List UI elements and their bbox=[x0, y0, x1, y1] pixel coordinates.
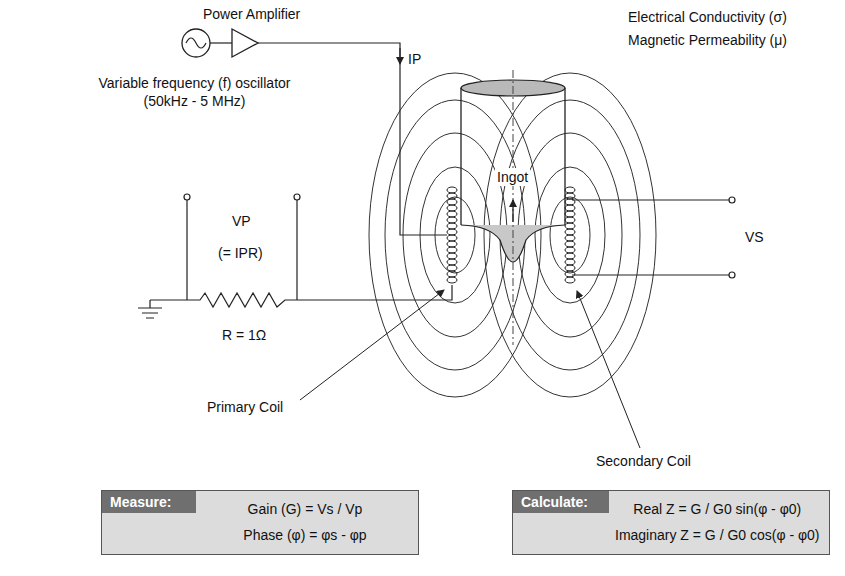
ingot-shape bbox=[461, 70, 565, 345]
field-line bbox=[535, 167, 605, 303]
resistor-symbol bbox=[150, 285, 452, 307]
terminal bbox=[294, 194, 300, 200]
formula-text: Imaginary Z = G / G0 cos(φ - φ0) bbox=[615, 522, 819, 548]
voltage-label: VS bbox=[745, 228, 764, 246]
output-wire bbox=[572, 200, 729, 275]
wire bbox=[210, 42, 232, 43]
box-body: Real Z = G / G0 sin(φ - φ0)Imaginary Z =… bbox=[615, 491, 829, 554]
formula-text: Real Z = G / G0 sin(φ - φ0) bbox=[615, 496, 819, 522]
amplifier-label: Power Amplifier bbox=[203, 5, 300, 23]
withdraw-arrow bbox=[512, 200, 513, 222]
probe-wire bbox=[187, 200, 297, 300]
part-label: Primary Coil bbox=[207, 398, 283, 416]
amplifier-symbol bbox=[232, 29, 258, 57]
field-line bbox=[518, 133, 622, 337]
box-body: Gain (G) = Vs / VpPhase (φ) = φs - φp bbox=[202, 491, 418, 554]
info-box: Measure: Gain (G) = Vs / VpPhase (φ) = φs… bbox=[101, 490, 419, 555]
formula-text: Phase (φ) = φs - φp bbox=[202, 522, 408, 548]
voltage-label: VP bbox=[232, 212, 251, 230]
property-label: Magnetic Permeability (μ) bbox=[628, 31, 787, 49]
box-heading: Calculate: bbox=[513, 491, 609, 513]
leader-line bbox=[577, 291, 640, 448]
ground-symbol bbox=[138, 300, 162, 318]
part-label: Ingot bbox=[495, 168, 530, 186]
formula-label: (= IPR) bbox=[218, 244, 263, 262]
terminal bbox=[729, 197, 735, 203]
property-label: Electrical Conductivity (σ) bbox=[628, 8, 787, 26]
part-label: Secondary Coil bbox=[596, 452, 691, 470]
oscillator-label: Variable frequency (f) oscillator (50kHz… bbox=[92, 74, 297, 110]
sine-wave bbox=[186, 38, 206, 48]
current-arrow bbox=[399, 48, 400, 64]
terminal bbox=[184, 194, 190, 200]
current-label: IP bbox=[408, 50, 421, 68]
resistor-label: R = 1Ω bbox=[222, 326, 266, 344]
formula-text: Gain (G) = Vs / Vp bbox=[202, 496, 408, 522]
info-box: Calculate: Real Z = G / G0 sin(φ - φ0)Ima… bbox=[512, 490, 830, 555]
coil-winding bbox=[447, 187, 457, 283]
terminal bbox=[729, 272, 735, 278]
coil-winding bbox=[565, 187, 575, 283]
coils bbox=[447, 187, 575, 283]
axis-line bbox=[513, 70, 514, 345]
oscillator-symbol bbox=[182, 29, 210, 57]
leader-line bbox=[300, 290, 444, 400]
drive-wire bbox=[258, 43, 447, 235]
box-heading: Measure: bbox=[102, 491, 196, 513]
